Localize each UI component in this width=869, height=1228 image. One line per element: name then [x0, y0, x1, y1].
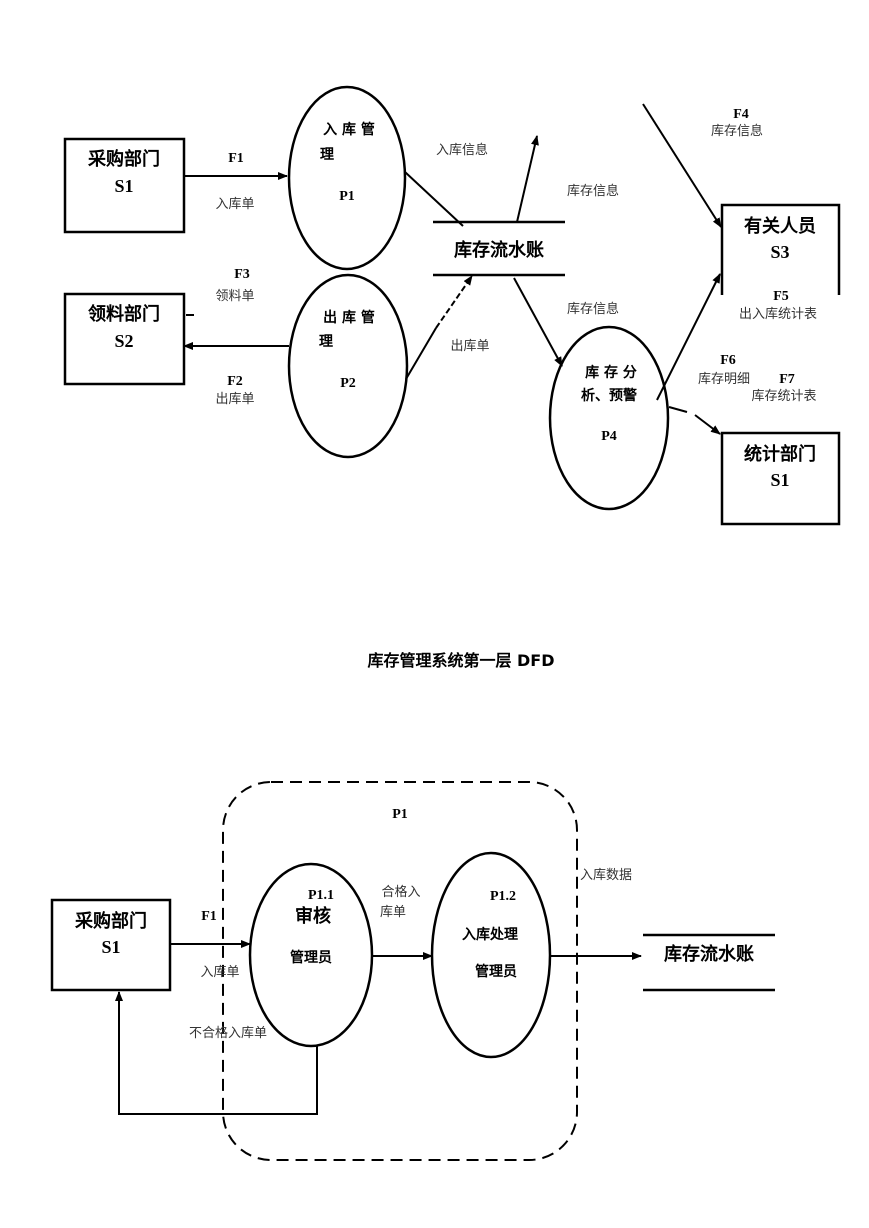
process-p4-line1: 库 存 分 [585, 364, 637, 381]
datastore-stock-ledger-2: 库存流水账 [643, 933, 775, 992]
flow2-unqualified-label: 不合格入库单 [189, 1025, 267, 1041]
flow2-in-data-label: 入库数据 [580, 867, 632, 883]
flow-out-slip-label: 出库单 [450, 338, 489, 354]
process-p4-line2: 析、预警 [581, 387, 637, 404]
process-p1-2: P1.2 入库处理 管理员 [430, 851, 552, 1059]
flow2-in-data: 入库数据 [550, 867, 642, 960]
process-p1-1: P1.1 审核 管理员 [248, 862, 374, 1048]
flow-f1-label: 入库单 [215, 196, 254, 212]
entity-material-name: 领料部门 [88, 303, 160, 325]
flow2-f1: F1 入库单 [170, 909, 251, 980]
boundary-label: P1 [392, 807, 408, 822]
entity-stats-code: S1 [770, 470, 789, 490]
process-p1-2-code: P1.2 [490, 889, 516, 904]
flow-f2: F2 出库单 [183, 342, 289, 407]
flow-f3-code: F3 [234, 267, 250, 282]
flow-f3-label: 领料单 [215, 289, 254, 304]
flow-f2-code: F2 [227, 374, 243, 389]
process-p1-1-name: 审核 [295, 905, 331, 927]
flow-stock-info-down-label: 库存信息 [567, 301, 619, 317]
process-p1-boundary: P1 [222, 781, 578, 1161]
entity-purchase-code: S1 [114, 176, 133, 196]
entity-material-dept: 领料部门 S2 [63, 292, 186, 386]
flow-store-to-p4: 库存信息 [513, 277, 619, 367]
process-p1-2-role: 管理员 [475, 963, 517, 980]
datastore-stock-ledger: 库存流水账 [433, 220, 565, 277]
process-p1: 入 库 管 理 P1 [287, 85, 407, 271]
entity2-name: 采购部门 [74, 910, 147, 932]
flow-p4-to-related: F5 出入库统计表 [656, 273, 817, 401]
flow-f4-label: 库存信息 [711, 123, 763, 139]
diagram1-title: 库存管理系统第一层 DFD [367, 651, 554, 670]
process-p1-line2: 理 [320, 147, 334, 163]
flow2-qualified: 合格入 库单 [372, 884, 433, 960]
entity-purchase-dept-2: 采购部门 S1 [50, 898, 172, 992]
flow2-unqualified: 不合格入库单 [115, 991, 318, 1115]
process-p1-code: P1 [339, 189, 355, 204]
flow-f1-code: F1 [228, 151, 244, 166]
flow2-f1-code: F1 [201, 909, 217, 924]
entity-related-name: 有关人员 [744, 215, 816, 237]
datastore2-name: 库存流水账 [664, 943, 754, 965]
process-p1-1-code: P1.1 [308, 888, 334, 903]
entity-related-staff: 有关人员 S3 [720, 203, 841, 295]
process-p4-code: P4 [601, 429, 617, 444]
process-p2-line2: 理 [319, 334, 333, 350]
process-p2-line1: 出 库 管 [323, 309, 375, 326]
flow-f5-code: F5 [773, 289, 789, 304]
entity-stats-name: 统计部门 [744, 443, 816, 465]
entity-purchase-name: 采购部门 [87, 148, 160, 170]
flow-p4-to-stats: F6 库存明细 F7 库存统计表 [668, 353, 817, 435]
flow-p2-to-store: 出库单 [405, 275, 490, 380]
flow2-qualified-line2: 库单 [380, 904, 406, 920]
flow-f4-code: F4 [733, 107, 749, 122]
flow-p1-to-store: 入库信息 [404, 142, 488, 227]
process-p2: 出 库 管 理 P2 [287, 273, 409, 459]
flow-f4: F4 库存信息 [642, 103, 763, 228]
flow-f3: F3 领料单 [186, 267, 255, 316]
flow2-in-slip-label: 入库单 [200, 964, 239, 980]
flow-f2-label: 出库单 [215, 391, 254, 407]
entity-related-code: S3 [770, 242, 789, 262]
flow-store-up: 库存信息 [516, 135, 619, 223]
process-p2-code: P2 [340, 376, 356, 391]
flow-f5-label: 出入库统计表 [739, 306, 817, 322]
flow-f6-code: F6 [720, 353, 736, 368]
entity-stats-dept: 统计部门 S1 [720, 431, 841, 526]
entity2-code: S1 [101, 937, 120, 957]
entity-purchase-dept: 采购部门 S1 [63, 137, 186, 234]
flow-f1: F1 入库单 [184, 151, 288, 212]
flow-f7-code: F7 [779, 372, 795, 387]
flow2-qualified-line1: 合格入 [381, 884, 420, 900]
process-p1-line1: 入 库 管 [323, 121, 375, 138]
entity-material-code: S2 [114, 331, 133, 351]
flow-f6-label: 库存明细 [698, 371, 750, 387]
flow-f7-label: 库存统计表 [751, 388, 816, 404]
flow-in-info-label: 入库信息 [436, 142, 488, 158]
process-p1-2-name: 入库处理 [462, 926, 518, 943]
flow-stock-info-up-label: 库存信息 [567, 183, 619, 199]
datastore-name: 库存流水账 [454, 239, 544, 261]
process-p4: 库 存 分 析、预警 P4 [548, 325, 670, 511]
process-p1-1-role: 管理员 [290, 949, 332, 966]
